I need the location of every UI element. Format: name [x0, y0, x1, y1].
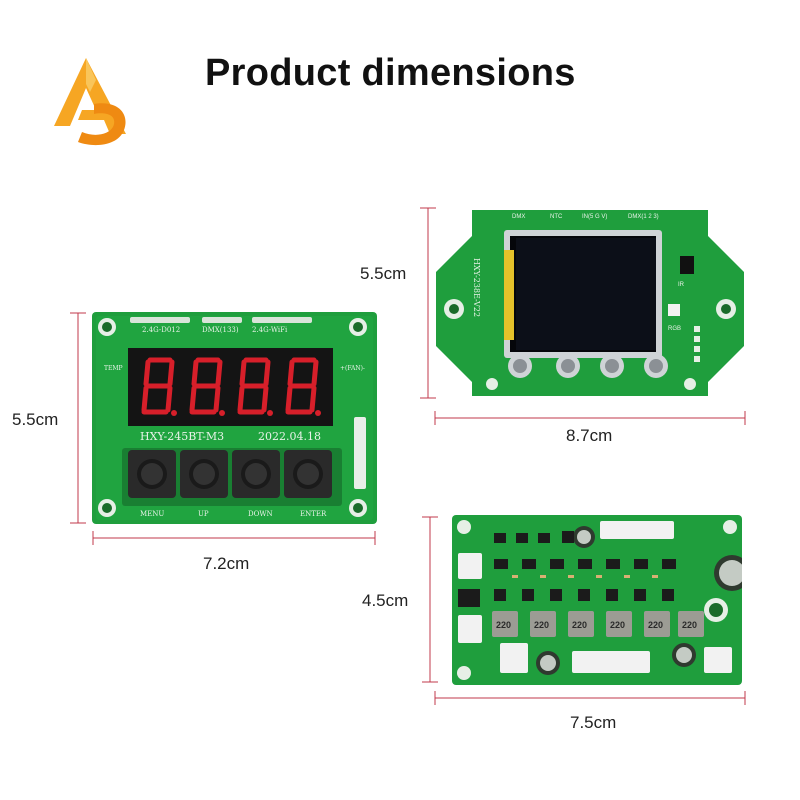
inductor-mark-4: 220 — [610, 620, 625, 630]
up-button — [180, 450, 228, 498]
capacitors — [536, 526, 742, 675]
silk-up: UP — [198, 510, 209, 518]
bottom-connector-1 — [500, 643, 528, 673]
brand-logo-icon — [54, 58, 126, 146]
mounting-holes — [457, 520, 737, 680]
ir-receiver — [680, 256, 694, 274]
digit-2 — [189, 357, 223, 415]
lcd-board-width-label: 8.7cm — [566, 426, 613, 445]
silk-label-fan: +(FAN)- — [340, 365, 365, 372]
inductor-mark-5: 220 — [648, 620, 663, 630]
silk-model: HXY-245BT-M3 — [140, 430, 224, 443]
silk-label-temp: TEMP — [104, 365, 123, 372]
bottom-connector-2 — [572, 651, 650, 673]
driver-board-height-label: 4.5cm — [362, 591, 409, 610]
silk-lcd-in: IN(5 G V) — [582, 214, 607, 220]
mounting-holes — [98, 318, 367, 517]
silk-ir: IR — [678, 282, 685, 288]
left-connector-1 — [458, 553, 482, 579]
display-board-height-label: 5.5cm — [12, 410, 59, 429]
lcd-buttons — [508, 354, 668, 378]
silk-lcd-ntc: NTC — [550, 214, 563, 220]
silk-lcd-model: HXY-238E-V22 — [472, 258, 481, 317]
lcd-board-height-label: 5.5cm — [360, 264, 407, 283]
silk-lcd-dmx: DMX — [512, 214, 525, 220]
driver-board: 220 220 220 220 220 220 — [452, 515, 742, 685]
enter-button — [284, 450, 332, 498]
lcd-board: DMX NTC IN(5 G V) DMX(1 2 3) HXY-238E-V2… — [436, 210, 744, 396]
inductor-mark-2: 220 — [534, 620, 549, 630]
inductor-mark-1: 220 — [496, 620, 511, 630]
bottom-right-connector — [704, 647, 732, 673]
silk-label-dmx: DMX(133) — [202, 326, 239, 334]
display-board: 2.4G-D012 DMX(133) 2.4G-WiFi TEMP +(FAN)… — [92, 312, 377, 524]
tactile-buttons — [128, 450, 332, 498]
silk-enter: ENTER — [300, 510, 327, 518]
silk-label-2-4g: 2.4G-D012 — [142, 326, 180, 334]
top-connector — [600, 521, 674, 539]
inductor-mark-3: 220 — [572, 620, 587, 630]
digit-1 — [141, 357, 175, 415]
digit-4 — [285, 357, 319, 415]
silk-rgb: RGB — [668, 326, 681, 332]
silk-label-wifi: 2.4G-WiFi — [252, 326, 288, 334]
down-button — [232, 450, 280, 498]
digit-3 — [237, 357, 271, 415]
display-board-width-label: 7.2cm — [203, 554, 250, 573]
mounting-holes — [444, 299, 736, 390]
silk-date: 2022.04.18 — [258, 430, 321, 443]
silk-down: DOWN — [248, 510, 273, 518]
silk-lcd-dmx123: DMX(1 2 3) — [628, 214, 659, 220]
inductors — [492, 611, 704, 637]
page-title: Product dimensions — [205, 52, 576, 94]
menu-button — [128, 450, 176, 498]
driver-board-width-label: 7.5cm — [570, 713, 617, 732]
left-connector-2 — [458, 615, 482, 643]
silk-menu: MENU — [140, 510, 164, 518]
inductor-mark-6: 220 — [682, 620, 697, 630]
